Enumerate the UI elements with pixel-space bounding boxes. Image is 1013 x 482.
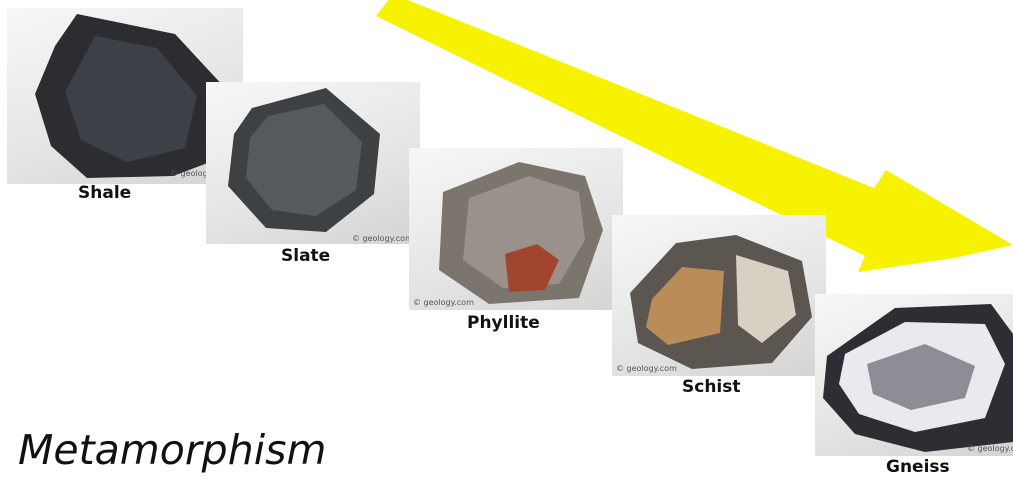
gneiss-photo-credit: © geology.com	[967, 444, 1013, 453]
shale-label: Shale	[78, 183, 131, 203]
schist-photo: © geology.com	[612, 215, 826, 376]
schist-label: Schist	[682, 377, 741, 397]
schist-photo-credit: © geology.com	[616, 364, 677, 373]
gneiss-label: Gneiss	[886, 457, 950, 477]
slate-photo: © geology.com	[206, 82, 420, 244]
phyllite-photo-credit: © geology.com	[413, 298, 474, 307]
slate-label: Slate	[281, 246, 330, 266]
phyllite-label: Phyllite	[467, 313, 540, 333]
slate-photo-credit: © geology.com	[352, 234, 413, 243]
phyllite-photo: © geology.com	[409, 148, 623, 310]
diagram-title: Metamorphism	[18, 426, 326, 474]
gneiss-photo: © geology.com	[815, 294, 1013, 456]
